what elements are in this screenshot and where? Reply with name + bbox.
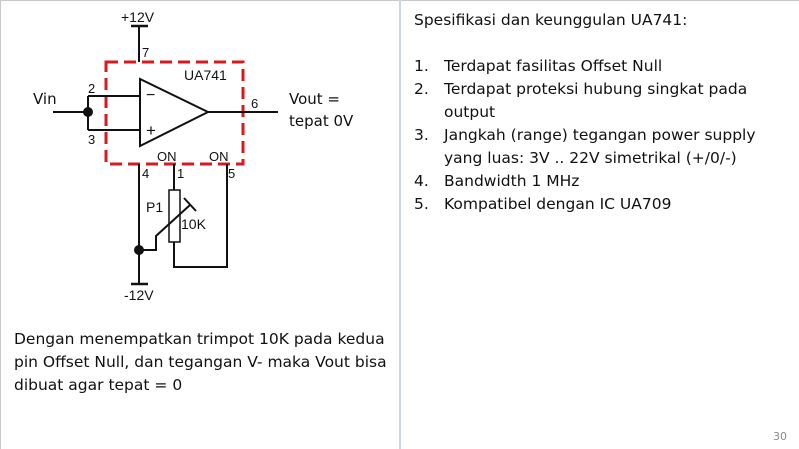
vminus-label: -12V <box>124 287 154 303</box>
spec-item: 4. Bandwidth 1 MHz <box>414 170 794 193</box>
spec-item-text: Terdapat fasilitas Offset Null <box>444 57 663 75</box>
spec-item: 1. Terdapat fasilitas Offset Null <box>414 55 794 78</box>
pin2-label: 2 <box>88 81 95 96</box>
spec-item-text: Jangkah (range) tegangan power supply ya… <box>444 126 756 167</box>
spec-panel: Spesifikasi dan keunggulan UA741: 1. Ter… <box>414 9 794 216</box>
pin5-label: 5 <box>228 166 235 181</box>
spec-item-number: 4. <box>414 172 429 190</box>
page-number: 30 <box>773 430 787 443</box>
vout-label-line2: tepat 0V <box>289 112 354 130</box>
opamp-triangle-icon <box>139 77 211 148</box>
pin3-label: 3 <box>88 132 95 147</box>
opamp-offset-null-circuit: +12V 7 UA741 − + Vin 2 3 6 Vout = tepat … <box>33 9 354 303</box>
ic-label: UA741 <box>184 67 227 83</box>
circuit-caption: Dengan menempatkan trimpot 10K pada kedu… <box>14 330 387 394</box>
trimpot-adjust-bar-icon <box>183 197 197 212</box>
spec-item: 2. Terdapat proteksi hubung singkat pada… <box>414 78 794 124</box>
vplus-label: +12V <box>121 9 155 25</box>
spec-item: 3. Jangkah (range) tegangan power supply… <box>414 124 794 170</box>
vout-label-line1: Vout = <box>289 90 340 108</box>
spec-item-number: 5. <box>414 195 429 213</box>
circuit-background <box>46 10 282 300</box>
vin-label: Vin <box>33 90 57 108</box>
trimpot-value: 10K <box>181 216 207 232</box>
spec-item-text: Kompatibel dengan IC UA709 <box>444 195 672 213</box>
pin7-label: 7 <box>142 45 149 60</box>
pin6-label: 6 <box>251 96 258 111</box>
pin5-wire <box>173 164 228 268</box>
offset-null-label-pin1: ON <box>157 149 177 164</box>
column-divider <box>399 0 401 449</box>
spec-item-text: Terdapat proteksi hubung singkat pada ou… <box>444 80 748 121</box>
offset-null-label-pin5: ON <box>209 149 229 164</box>
input-junction-dot <box>83 107 93 117</box>
pin4-label: 4 <box>142 166 149 181</box>
spec-item-text: Bandwidth 1 MHz <box>444 172 580 190</box>
noninverting-input-symbol: + <box>146 121 156 140</box>
slide-left-border <box>0 0 1 449</box>
spec-item-number: 2. <box>414 80 429 98</box>
inverting-input-symbol: − <box>146 87 155 104</box>
pin1-label: 1 <box>177 166 184 181</box>
spec-item: 5. Kompatibel dengan IC UA709 <box>414 193 794 216</box>
trimpot-name: P1 <box>146 199 163 215</box>
spec-list: 1. Terdapat fasilitas Offset Null 2. Ter… <box>414 55 794 216</box>
spec-item-number: 3. <box>414 126 429 144</box>
trimpot-wiper-icon <box>139 204 191 251</box>
spec-title: Spesifikasi dan keunggulan UA741: <box>414 11 688 29</box>
spec-item-number: 1. <box>414 57 429 75</box>
